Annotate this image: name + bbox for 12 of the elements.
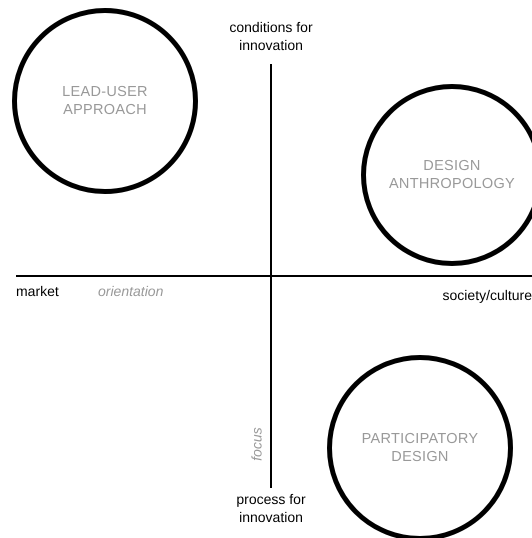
axis-title: focus: [247, 427, 266, 461]
axis-label: society/culture: [442, 286, 532, 304]
axis-label: process for innovation: [235, 490, 307, 526]
circle: [12, 8, 198, 194]
approach-label: PARTICIPATORY DESIGN: [360, 430, 480, 466]
axis-title: orientation: [98, 282, 164, 300]
circle: [327, 355, 513, 538]
axis-label: conditions for innovation: [228, 18, 314, 54]
approach-label: LEAD-USER APPROACH: [61, 82, 149, 120]
approach-label: DESIGN ANTHROPOLOGY: [388, 156, 516, 194]
circle: [361, 84, 532, 266]
axis-label: market: [16, 282, 59, 300]
